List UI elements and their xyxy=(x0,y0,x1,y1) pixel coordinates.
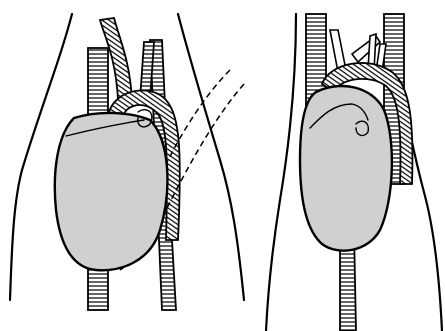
right-view-panel xyxy=(266,14,442,331)
left-body-outline-right xyxy=(178,14,244,300)
right-body-outline xyxy=(266,14,296,331)
left-heart xyxy=(55,113,168,270)
left-view-panel xyxy=(10,14,244,310)
right-heart xyxy=(300,86,392,251)
